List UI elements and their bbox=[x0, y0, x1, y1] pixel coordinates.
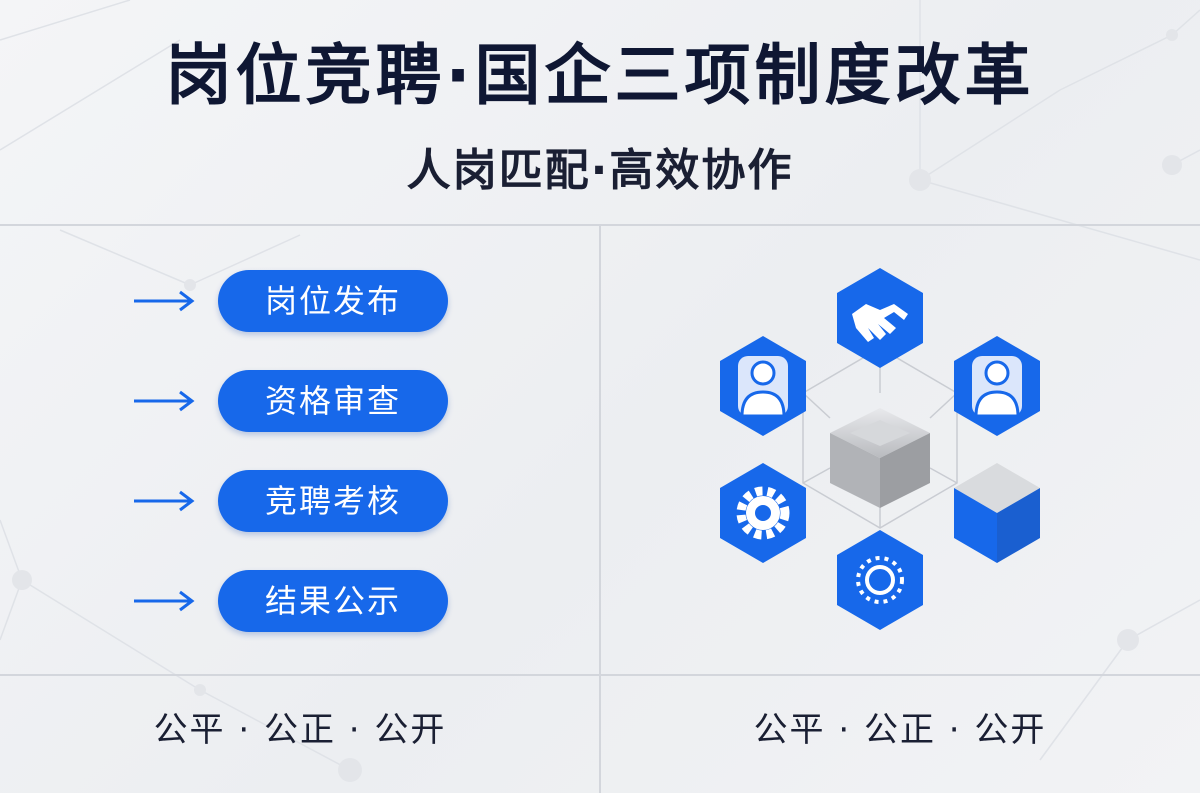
footer-right-slogan: 公平 · 公正 · 公开 bbox=[753, 710, 1047, 750]
hex-node-person-right[interactable] bbox=[954, 336, 1040, 436]
step-item: 结果公示 bbox=[130, 570, 460, 632]
arrow-right-icon bbox=[134, 390, 195, 412]
page-subtitle: 人岗匹配·高效协作 bbox=[406, 145, 794, 196]
hex-node-person-left[interactable] bbox=[720, 336, 806, 436]
arrow-right-icon bbox=[134, 590, 195, 612]
step-button-job-posting[interactable]: 岗位发布 bbox=[218, 270, 448, 332]
hex-node-sun[interactable] bbox=[837, 530, 923, 630]
hex-node-gear[interactable] bbox=[720, 463, 806, 563]
step-item: 资格审查 bbox=[130, 370, 460, 432]
handshake-icon bbox=[852, 304, 908, 342]
cube-icon bbox=[954, 463, 1040, 563]
footer-left-slogan: 公平 · 公正 · 公开 bbox=[153, 710, 447, 750]
hex-node-handshake[interactable] bbox=[837, 268, 923, 368]
step-button-competition-assessment[interactable]: 竞聘考核 bbox=[218, 470, 448, 532]
hexagon-diagram bbox=[720, 268, 1040, 630]
open-box-icon bbox=[830, 408, 930, 508]
step-item: 竞聘考核 bbox=[130, 470, 460, 532]
step-item: 岗位发布 bbox=[130, 270, 460, 332]
step-button-qualification-review[interactable]: 资格审查 bbox=[218, 370, 448, 432]
arrow-right-icon bbox=[134, 290, 195, 312]
person-icon bbox=[738, 356, 788, 418]
column-divider bbox=[599, 226, 601, 793]
header-divider bbox=[0, 224, 1200, 226]
arrow-right-icon bbox=[134, 490, 195, 512]
step-button-result-announcement[interactable]: 结果公示 bbox=[218, 570, 448, 632]
person-icon bbox=[972, 356, 1022, 418]
sun-icon bbox=[856, 556, 904, 604]
page-title: 岗位竞聘·国企三项制度改革 bbox=[165, 37, 1035, 114]
hex-node-cube[interactable] bbox=[954, 463, 1040, 563]
gear-icon bbox=[736, 486, 790, 540]
